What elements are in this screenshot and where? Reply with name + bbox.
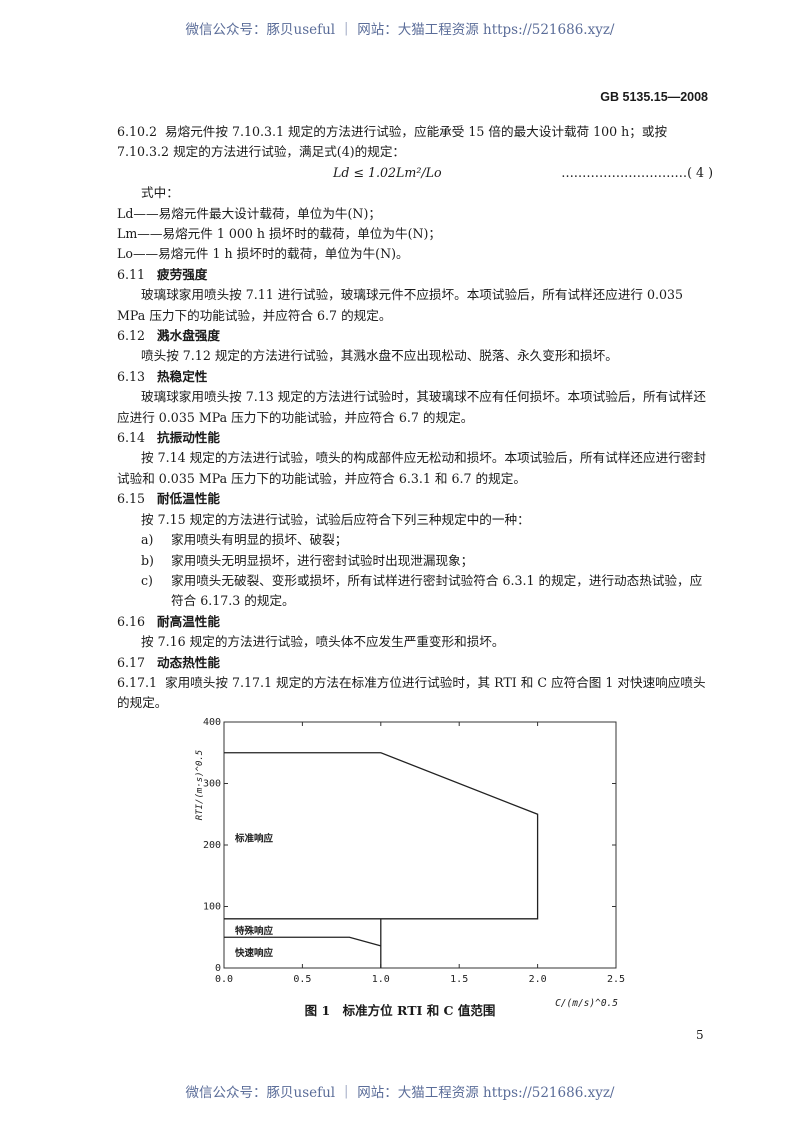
definition: Ld——易熔元件最大设计载荷，单位为牛(N)； <box>117 205 381 221</box>
y-tick-label: 400 <box>203 717 221 728</box>
heading-number: 6.16 <box>117 613 146 629</box>
paragraph: 玻璃球家用喷头按 7.13 规定的方法进行试验时，其玻璃球不应有任何损坏。本项试… <box>117 389 706 425</box>
paragraph: 喷头按 7.12 规定的方法进行试验，其溅水盘不应出现松动、脱落、永久变形和损坏… <box>141 348 618 364</box>
list-text-cont: 符合 6.17.3 的规定。 <box>171 593 295 609</box>
heading-title: 动态热性能 <box>157 654 220 670</box>
paragraph: 按 7.15 规定的方法进行试验，试验后应符合下列三种规定中的一种： <box>141 511 530 527</box>
where-label: 式中： <box>141 185 179 201</box>
list-item: a) 家用喷头有明显的损坏、破裂； <box>117 530 713 550</box>
heading-title: 溅水盘强度 <box>157 328 220 344</box>
x-axis-label: C/(m/s)^0.5 <box>555 998 618 1009</box>
heading-title: 热稳定性 <box>157 368 208 384</box>
x-tick-label: 1.5 <box>450 974 468 985</box>
region-label: 标准响应 <box>234 833 274 845</box>
heading-number: 6.11 <box>117 266 146 282</box>
list-item: b) 家用喷头无明显损坏，进行密封试验时出现泄漏现象； <box>117 551 713 571</box>
list-text: 家用喷头无破裂、变形或损坏，所有试样进行密封试验符合 6.3.1 的规定，进行动… <box>171 572 703 588</box>
definition: Lo——易熔元件 1 h 损坏时的载荷，单位为牛(N)。 <box>117 246 409 262</box>
x-tick-label: 2.0 <box>529 974 547 985</box>
formula: Ld ≤ 1.02Lm²/Lo <box>333 164 442 180</box>
rti-c-chart: 0.0 0.5 1.0 1.5 2.0 2.5 0 100 200 300 400 标准响应特殊响应快… <box>195 717 625 1009</box>
heading-6-15: 6.15 耐低温性能 <box>117 489 713 509</box>
document-body: 6.10.2 易熔元件按 7.10.3.1 规定的方法进行试验，应能承受 15 倍… <box>117 122 713 714</box>
heading-number: 6.15 <box>117 491 146 507</box>
clause-number: 6.17.1 <box>117 674 158 690</box>
formula-number: …………………………( 4 ) <box>561 164 713 180</box>
y-tick-label: 200 <box>203 840 221 851</box>
list-marker: c) <box>141 572 153 588</box>
clause-6-10-2: 6.10.2 易熔元件按 7.10.3.1 规定的方法进行试验，应能承受 15 倍… <box>117 122 713 142</box>
region-label: 快速响应 <box>235 947 274 959</box>
heading-6-16: 6.16 耐高温性能 <box>117 612 713 632</box>
heading-number: 6.12 <box>117 328 146 344</box>
heading-title: 疲劳强度 <box>157 266 208 282</box>
paragraph: 按 7.16 规定的方法进行试验，喷头体不应发生严重变形和损坏。 <box>141 634 505 650</box>
clause-text: 易熔元件按 7.10.3.1 规定的方法进行试验，应能承受 15 倍的最大设计载… <box>165 124 668 139</box>
clause-text: 家用喷头按 7.17.1 规定的方法在标准方位进行试验时，其 RTI 和 C 应… <box>117 674 706 711</box>
x-tick-label: 0.0 <box>215 974 233 985</box>
section-heading: 6.13 热稳定性 <box>117 367 713 387</box>
boundary-line <box>224 752 539 920</box>
y-axis-label: RTI/(m·s)^0.5 <box>195 750 205 820</box>
heading-number: 6.17 <box>117 654 146 670</box>
section-heading: 6.14 抗振动性能 <box>117 428 713 448</box>
list-text: 家用喷头无明显损坏，进行密封试验时出现泄漏现象； <box>171 552 474 568</box>
heading-6-17: 6.17 动态热性能 <box>117 653 713 673</box>
y-tick-label: 300 <box>203 779 221 790</box>
clause-number: 6.10.2 <box>117 124 158 139</box>
watermark-top: 微信公众号：豚贝useful ｜ 网站：大猫工程资源 https://52168… <box>185 22 615 38</box>
x-tick-label: 2.5 <box>607 974 625 985</box>
heading-title: 耐高温性能 <box>157 613 220 629</box>
section-heading: 6.11 疲劳强度 <box>117 265 713 285</box>
heading-title: 抗振动性能 <box>157 430 220 446</box>
list-marker: a) <box>141 532 154 548</box>
paragraph: 玻璃球家用喷头按 7.11 进行试验，玻璃球元件不应损坏。本项试验后，所有试样还… <box>117 287 684 323</box>
list-text: 家用喷头有明显的损坏、破裂； <box>171 532 348 548</box>
page-number: 5 <box>696 1028 704 1042</box>
list-item: c) 家用喷头无破裂、变形或损坏，所有试样进行密封试验符合 6.3.1 的规定，进… <box>117 571 713 591</box>
figure-caption: 图 1 标准方位 RTI 和 C 值范围 <box>304 1003 496 1018</box>
clause-text-cont: 7.10.3.2 规定的方法进行试验，满足式(4)的规定： <box>117 144 406 160</box>
list-marker: b) <box>141 552 154 568</box>
heading-title: 耐低温性能 <box>157 491 220 507</box>
x-tick-label: 1.0 <box>372 974 390 985</box>
formula-4: Ld ≤ 1.02Lm²/Lo …………………………( 4 ) <box>117 163 713 183</box>
region-label: 特殊响应 <box>235 925 274 937</box>
heading-number: 6.14 <box>117 430 146 446</box>
watermark-bottom: 微信公众号：豚贝useful ｜ 网站：大猫工程资源 https://52168… <box>185 1085 615 1101</box>
boundary-line <box>224 936 381 947</box>
y-tick-label: 100 <box>203 902 221 913</box>
heading-number: 6.13 <box>117 368 146 384</box>
paragraph: 按 7.14 规定的方法进行试验，喷头的构成部件应无松动和损坏。本项试验后，所有… <box>117 450 706 486</box>
section-heading: 6.12 溅水盘强度 <box>117 326 713 346</box>
plot-frame <box>223 721 617 969</box>
definition: Lm——易熔元件 1 000 h 损坏时的载荷，单位为牛(N)； <box>117 226 442 242</box>
standard-number: GB 5135.15—2008 <box>600 90 708 104</box>
x-tick-label: 0.5 <box>293 974 311 985</box>
y-tick-label: 0 <box>215 963 221 974</box>
